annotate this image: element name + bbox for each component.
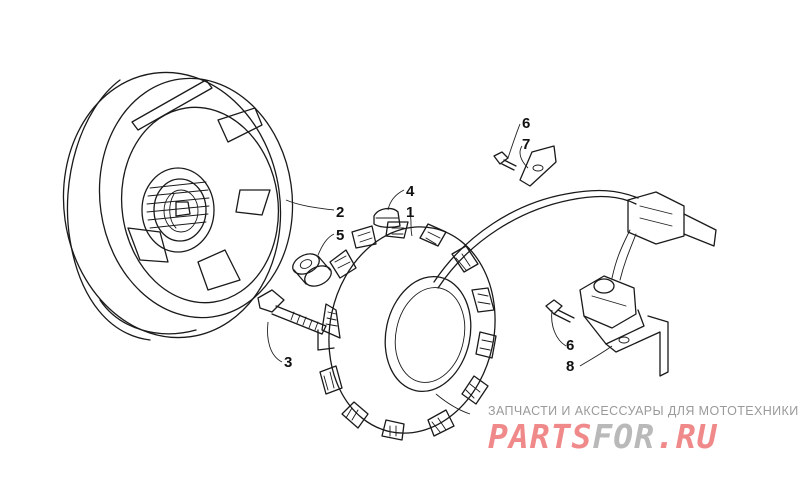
bolt bbox=[257, 289, 327, 335]
logo-part-parts: PARTS bbox=[488, 417, 593, 456]
callout-2: 2 bbox=[336, 204, 344, 221]
watermark-logo: PARTSFOR.RU bbox=[488, 417, 718, 456]
logo-part-for: FOR bbox=[592, 417, 655, 456]
wire-harness bbox=[433, 189, 717, 289]
screw-top bbox=[493, 151, 517, 171]
callout-6-lower: 6 bbox=[566, 337, 574, 354]
leader-lines bbox=[267, 123, 613, 415]
callout-8: 8 bbox=[566, 358, 574, 375]
callout-6-top: 6 bbox=[522, 115, 530, 132]
callout-4: 4 bbox=[406, 183, 415, 200]
callout-1: 1 bbox=[406, 204, 414, 221]
callout-5: 5 bbox=[336, 227, 344, 244]
callout-7: 7 bbox=[522, 136, 530, 153]
pickup-bracket bbox=[579, 275, 669, 377]
watermark-tagline: ЗАПЧАСТИ И АКСЕССУАРЫ ДЛЯ МОТОТЕХНИКИ bbox=[488, 404, 799, 418]
bushing bbox=[292, 253, 332, 287]
callout-labels: 2 5 3 4 1 6 7 6 8 bbox=[284, 115, 574, 375]
callout-3: 3 bbox=[284, 354, 292, 371]
stator bbox=[317, 221, 497, 441]
flywheel bbox=[62, 71, 294, 341]
logo-part-ru: .RU bbox=[654, 417, 718, 456]
wire-clamp bbox=[519, 145, 557, 187]
screw-lower bbox=[545, 299, 575, 323]
woodruff-key bbox=[373, 207, 401, 228]
